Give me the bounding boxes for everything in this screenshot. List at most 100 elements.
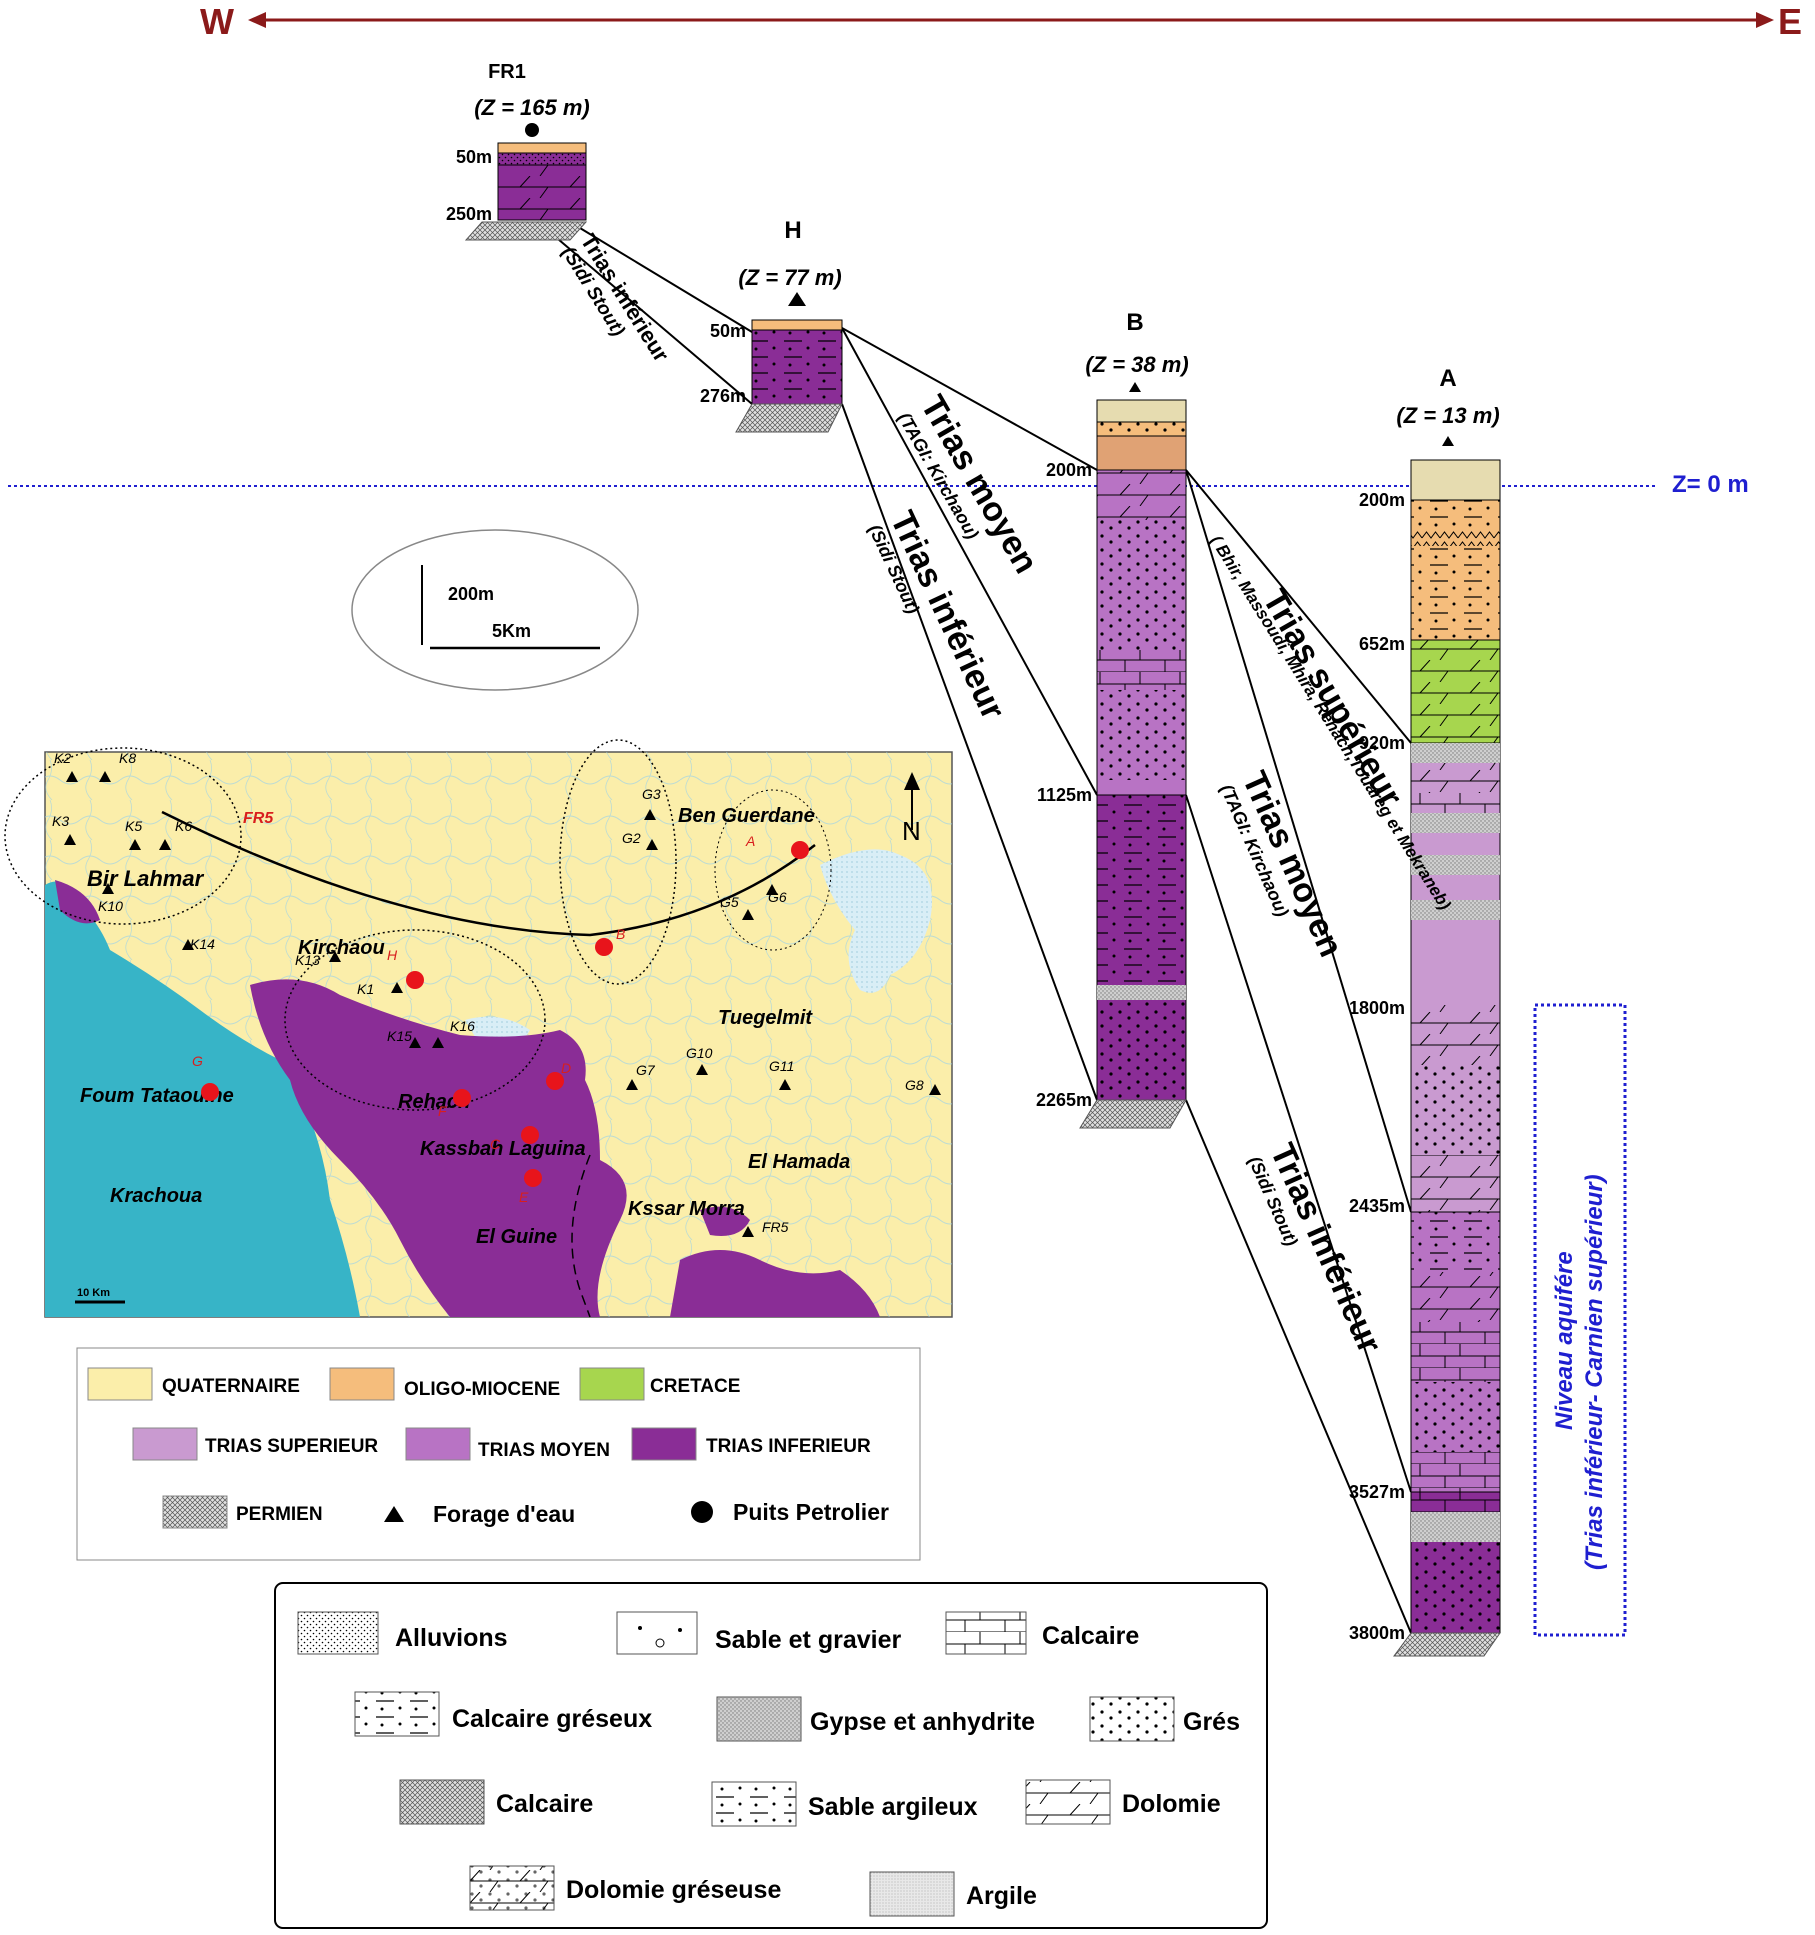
- depth-label: 2265m: [1036, 1090, 1092, 1110]
- place-label: El Hamada: [748, 1151, 850, 1173]
- borehole-marker: [644, 809, 656, 820]
- depth-label: 50m: [710, 321, 746, 341]
- borehole-marker: [742, 909, 754, 920]
- borehole-marker: [64, 834, 76, 845]
- depth-label: 250m: [446, 204, 492, 224]
- borehole-marker: [696, 1064, 708, 1075]
- lithology-label: Calcaire: [496, 1790, 593, 1818]
- borehole-label: K14: [190, 936, 215, 952]
- water-borehole-symbol: [1129, 382, 1141, 392]
- borehole-marker: [929, 1084, 941, 1095]
- legend-label: QUATERNAIRE: [162, 1376, 300, 1397]
- oil-well-marker: [521, 1126, 539, 1144]
- location-map: Bir Lahmar Kirchaou Ben Guerdane Tuegelm…: [4, 739, 953, 1318]
- scale-bar: 200m 5Km: [351, 529, 639, 691]
- depth-label: 920m: [1359, 733, 1405, 753]
- aquifer-box: Niveau aquifére (Trias inférieur- Carnie…: [1533, 1003, 1627, 1637]
- oil-well-marker: [546, 1072, 564, 1090]
- oil-well-marker: [201, 1083, 219, 1101]
- fr5-label: FR5: [243, 810, 274, 827]
- lithology-label: Calcaire gréseux: [452, 1705, 652, 1733]
- borehole-label: K3: [52, 813, 69, 829]
- borehole-marker: [626, 1079, 638, 1090]
- borehole-marker: [102, 883, 114, 894]
- lithology-label: Calcaire: [1042, 1622, 1139, 1650]
- borehole-label: G10: [686, 1045, 713, 1061]
- borehole-label: FR5: [762, 1219, 789, 1235]
- lithology-label: Sable et gravier: [715, 1626, 901, 1654]
- water-borehole-symbol: [1442, 436, 1454, 446]
- borehole-label: K8: [119, 750, 136, 766]
- depth-label: 652m: [1359, 634, 1405, 654]
- place-label: Tuegelmit: [718, 1007, 813, 1029]
- borehole-label: K15: [387, 1028, 412, 1044]
- legend-label: CRETACE: [650, 1376, 740, 1397]
- oil-well-label: F: [438, 1103, 448, 1119]
- lake-area: [820, 849, 932, 993]
- lithology-label: Dolomie: [1122, 1790, 1221, 1818]
- depth-label: 2435m: [1349, 1196, 1405, 1216]
- horizontal-scale-label: 5Km: [492, 621, 531, 641]
- oil-well-label: D: [561, 1060, 571, 1076]
- well-b-elevation: (Z = 38 m): [1085, 352, 1188, 377]
- well-fr1-elevation: (Z = 165 m): [474, 95, 590, 120]
- vertical-scale-label: 200m: [448, 584, 494, 604]
- borehole-marker: [329, 951, 341, 962]
- well-h-elevation: (Z = 77 m): [738, 265, 841, 290]
- borehole-label: G7: [636, 1062, 656, 1078]
- well-b-name: B: [1126, 309, 1143, 336]
- lithology-label: Alluvions: [395, 1624, 508, 1652]
- lithology-label: Argile: [966, 1882, 1037, 1910]
- well-a-elevation: (Z = 13 m): [1396, 403, 1499, 428]
- legend-label: TRIAS SUPERIEUR: [205, 1436, 378, 1457]
- place-label: Kssar Morra: [628, 1198, 745, 1220]
- well-b: B (Z = 38 m) 200m 1125m 2265m: [1036, 309, 1189, 1129]
- place-label: Krachoua: [110, 1185, 202, 1207]
- lithology-label: Dolomie gréseuse: [566, 1876, 781, 1904]
- oil-well-label: G: [192, 1053, 203, 1069]
- depth-label: 276m: [700, 386, 746, 406]
- borehole-label: G2: [622, 830, 641, 846]
- aquifer-sublabel: (Trias inférieur- Carnien supérieur): [1581, 1174, 1608, 1570]
- depth-label: 1800m: [1349, 998, 1405, 1018]
- borehole-label: K6: [175, 818, 192, 834]
- correlation-lines: [537, 221, 1412, 1634]
- borehole-marker: [66, 771, 78, 782]
- legend-label: TRIAS INFERIEUR: [706, 1436, 871, 1457]
- well-h: H (Z = 77 m) 50m 276m: [700, 217, 843, 433]
- oil-well-label: C: [490, 1136, 501, 1152]
- west-label: W: [200, 1, 234, 42]
- place-label: Bir Lahmar: [87, 866, 205, 891]
- depth-label: 3527m: [1349, 1482, 1405, 1502]
- borehole-marker: [99, 771, 111, 782]
- borehole-label: G8: [905, 1077, 924, 1093]
- sea-level-label: Z= 0 m: [1672, 471, 1749, 498]
- depth-label: 3800m: [1349, 1623, 1405, 1643]
- water-borehole-symbol: [788, 292, 806, 306]
- borehole-label: K5: [125, 818, 142, 834]
- oil-well-marker: [595, 938, 613, 956]
- well-a: A (Z = 13 m) 200m 652m 920m 1800m: [1349, 365, 1501, 1657]
- borehole-marker: [159, 839, 171, 850]
- borehole-marker: [766, 884, 778, 895]
- borehole-label: K10: [98, 898, 123, 914]
- map-scale-label: 10 Km: [77, 1287, 110, 1299]
- sea-level-line: Z= 0 m: [8, 471, 1749, 498]
- depth-label: 200m: [1359, 490, 1405, 510]
- place-label: Foum Tataouine: [80, 1085, 234, 1107]
- oil-well-marker: [524, 1169, 542, 1187]
- well-h-name: H: [784, 217, 801, 244]
- cretace-outcrop: [45, 885, 360, 1317]
- borehole-label: G11: [769, 1058, 794, 1074]
- well-a-name: A: [1439, 365, 1456, 392]
- oil-well-marker: [791, 841, 809, 859]
- borehole-marker: [409, 1037, 421, 1048]
- lithology-label: Sable argileux: [808, 1793, 978, 1821]
- place-label: El Guine: [476, 1226, 557, 1248]
- legend-label: Forage d'eau: [433, 1501, 575, 1527]
- borehole-label: K16: [450, 1018, 475, 1034]
- well-fr1-name: FR1: [488, 61, 526, 83]
- borehole-marker: [646, 839, 658, 850]
- oil-well-label: H: [387, 947, 398, 963]
